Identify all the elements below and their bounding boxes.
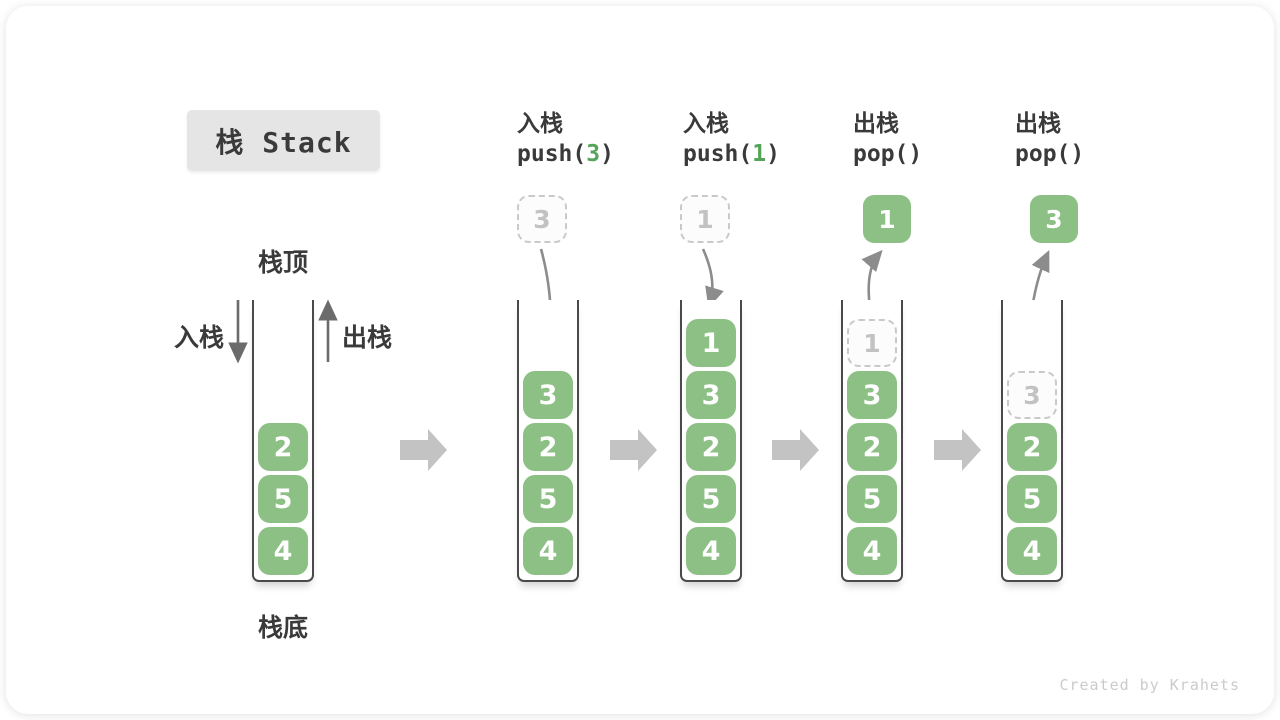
pop-3-code: pop() xyxy=(1015,141,1084,167)
stack-cell: 3 xyxy=(847,371,897,419)
pop-3-op-label: 出栈 xyxy=(1015,110,1061,136)
pop-1-op-label: 出栈 xyxy=(853,110,899,136)
diagram-title: 栈 Stack xyxy=(187,110,380,171)
push-3-code: push(3) xyxy=(517,141,614,167)
pending-element-1: 1 xyxy=(680,195,730,243)
stack-cell: 3 xyxy=(523,371,573,419)
popped-element-3: 3 xyxy=(1030,195,1078,243)
push-1-code: push(1) xyxy=(683,141,780,167)
stack-cell: 1 xyxy=(686,319,736,367)
ghost-cell: 3 xyxy=(1007,371,1057,419)
stack-cell: 4 xyxy=(258,527,308,575)
push-3-op-label: 入栈 xyxy=(517,110,563,136)
pending-element-3: 3 xyxy=(517,195,567,243)
stack-cell: 2 xyxy=(847,423,897,471)
code-prefix: pop( xyxy=(1015,141,1071,167)
pop-1-code: pop() xyxy=(853,141,922,167)
code-suffix: ) xyxy=(766,141,780,167)
stack-bottom-label: 栈底 xyxy=(257,614,308,642)
stack-cell: 4 xyxy=(1007,527,1057,575)
stack-cell: 5 xyxy=(686,475,736,523)
stack-top-label: 栈顶 xyxy=(257,249,308,277)
popped-element-1: 1 xyxy=(863,195,911,243)
code-arg: 1 xyxy=(752,141,767,167)
stack-cell: 2 xyxy=(686,423,736,471)
code-prefix: push( xyxy=(683,141,753,167)
stack-cell: 3 xyxy=(686,371,736,419)
pop-side-label: 出栈 xyxy=(342,324,393,352)
code-suffix: ) xyxy=(1070,141,1085,167)
code-prefix: pop( xyxy=(853,141,909,167)
push-1-op-label: 入栈 xyxy=(683,110,729,136)
stack-cell: 2 xyxy=(1007,423,1057,471)
stack-cell: 5 xyxy=(523,475,573,523)
watermark: Created by Krahets xyxy=(1059,676,1240,694)
stack-cell: 2 xyxy=(258,423,308,471)
code-suffix: ) xyxy=(600,141,614,167)
stack-cell: 4 xyxy=(847,527,897,575)
stack-cell: 2 xyxy=(523,423,573,471)
ghost-cell: 1 xyxy=(847,319,897,367)
stack-cell: 5 xyxy=(258,475,308,523)
stack-cell: 4 xyxy=(686,527,736,575)
code-suffix: ) xyxy=(908,141,923,167)
diagram-title-text: 栈 Stack xyxy=(215,125,352,159)
code-arg: 3 xyxy=(586,141,601,167)
stack-cell: 4 xyxy=(523,527,573,575)
stack-cell: 5 xyxy=(847,475,897,523)
stack-cell: 5 xyxy=(1007,475,1057,523)
code-prefix: push( xyxy=(517,141,587,167)
push-side-label: 入栈 xyxy=(173,324,224,352)
